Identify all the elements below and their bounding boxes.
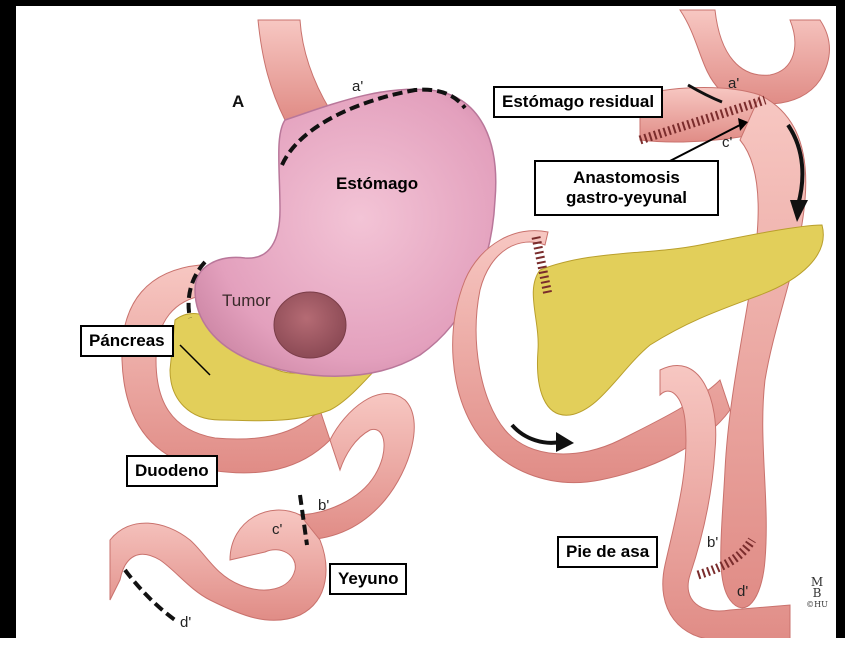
panel-letter: A bbox=[232, 92, 244, 112]
marker-left-d: d' bbox=[180, 614, 191, 631]
resection-line-d bbox=[125, 570, 178, 622]
jejunum-loops-left bbox=[110, 510, 326, 620]
roux-limb bbox=[721, 95, 806, 608]
label-pancreas: Páncreas bbox=[80, 325, 174, 357]
frame-border-top bbox=[0, 0, 845, 6]
marker-right-d: d' bbox=[737, 583, 748, 600]
marker-right-b: b' bbox=[707, 534, 718, 551]
marker-right-c: c' bbox=[722, 134, 732, 151]
label-estomago: Estómago bbox=[329, 170, 425, 198]
flow-arrow-duodenum bbox=[512, 425, 560, 443]
frame-border-right bbox=[836, 0, 845, 646]
label-anastomosis-line2: gastro-yeyunal bbox=[543, 188, 710, 208]
signature-line3: ©HU bbox=[804, 599, 830, 610]
label-duodeno: Duodeno bbox=[126, 455, 218, 487]
label-anastomosis-line1: Anastomosis bbox=[543, 168, 710, 188]
label-pie-de-asa: Pie de asa bbox=[557, 536, 658, 568]
marker-right-a: a' bbox=[728, 75, 739, 92]
esophagus-left bbox=[258, 20, 330, 120]
frame-border-bottom bbox=[0, 638, 845, 646]
signature-line2: B bbox=[804, 588, 830, 599]
label-tumor: Tumor bbox=[222, 291, 271, 311]
label-anastomosis: Anastomosis gastro-yeyunal bbox=[534, 160, 719, 216]
tumor-mass bbox=[274, 292, 346, 358]
marker-left-b: b' bbox=[318, 497, 329, 514]
marker-left-c: c' bbox=[272, 521, 282, 538]
marker-left-a: a' bbox=[352, 78, 363, 95]
illustrator-signature: M B ©HU bbox=[804, 577, 830, 610]
label-estomago-residual: Estómago residual bbox=[493, 86, 663, 118]
frame-border-left bbox=[0, 0, 16, 646]
flow-arrowhead-duodenum bbox=[556, 432, 574, 452]
label-yeyuno: Yeyuno bbox=[329, 563, 407, 595]
